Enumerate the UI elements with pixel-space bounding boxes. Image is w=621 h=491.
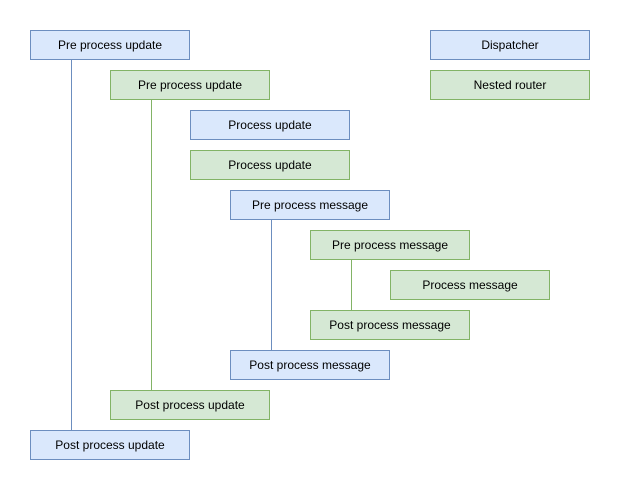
node-label: Pre process update <box>57 37 163 52</box>
node-label: Pre process update <box>137 77 243 92</box>
connector-green-message-span <box>351 260 352 310</box>
node-process-message: Process message <box>390 270 550 300</box>
node-process-update-outer: Process update <box>190 110 350 140</box>
node-label: Dispatcher <box>481 37 539 52</box>
node-post-process-update-inner: Post process update <box>110 390 270 420</box>
node-pre-process-message-inner: Pre process message <box>310 230 470 260</box>
connector-green-update-span <box>151 100 152 390</box>
node-label: Process message <box>422 277 518 292</box>
connector-blue-update-span <box>71 60 72 430</box>
node-label: Post process message <box>329 317 451 332</box>
node-nested-router: Nested router <box>430 70 590 100</box>
node-label: Nested router <box>473 77 547 92</box>
node-label: Process update <box>228 157 312 172</box>
connector-blue-message-span <box>271 220 272 350</box>
node-dispatcher: Dispatcher <box>430 30 590 60</box>
node-pre-process-update-inner: Pre process update <box>110 70 270 100</box>
node-label: Process update <box>228 117 312 132</box>
node-post-process-update-outer: Post process update <box>30 430 190 460</box>
node-label: Post process update <box>55 437 165 452</box>
node-label: Post process update <box>135 397 245 412</box>
node-post-process-message-inner: Post process message <box>310 310 470 340</box>
node-label: Pre process message <box>251 197 369 212</box>
node-post-process-message-outer: Post process message <box>230 350 390 380</box>
node-label: Pre process message <box>331 237 449 252</box>
node-pre-process-message-outer: Pre process message <box>230 190 390 220</box>
node-pre-process-update-outer: Pre process update <box>30 30 190 60</box>
node-label: Post process message <box>249 357 371 372</box>
node-process-update-inner: Process update <box>190 150 350 180</box>
